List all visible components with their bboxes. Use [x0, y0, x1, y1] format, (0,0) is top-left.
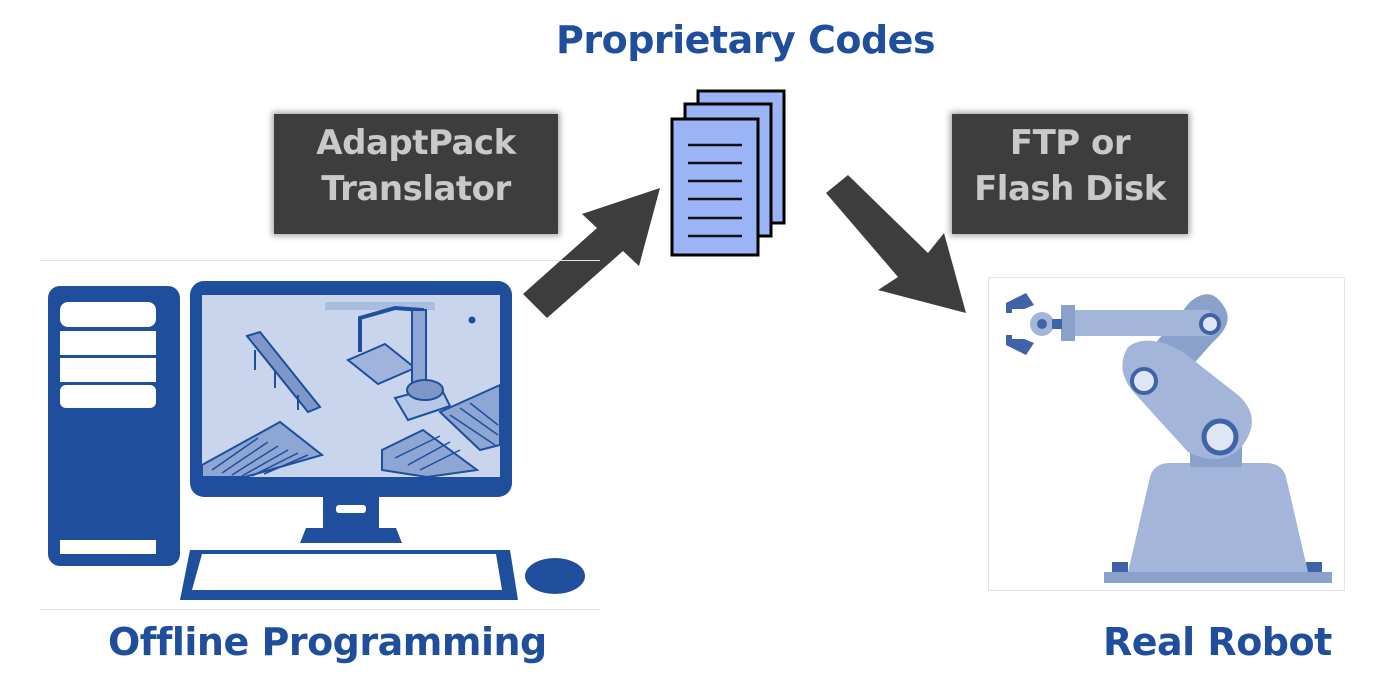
- offline-programming-label: Offline Programming: [108, 620, 547, 664]
- computer-tower: [48, 286, 180, 566]
- arrow-up-right-icon: [523, 188, 660, 318]
- computer-image-frame: [40, 260, 600, 610]
- robot-gripper: [1006, 293, 1062, 355]
- desktop-computer-icon: [48, 281, 585, 600]
- document-stack-icon: [670, 89, 786, 257]
- arrow-down-right-icon: [826, 175, 966, 313]
- robot-base: [1128, 463, 1308, 572]
- computer-mouse: [525, 558, 585, 594]
- transfer-line1: FTP or: [1009, 123, 1131, 163]
- robot-joint-bottom: [1201, 418, 1239, 456]
- document-page-front: [670, 117, 760, 257]
- proprietary-codes-title: Proprietary Codes: [556, 18, 936, 62]
- robot-base-plate: [1104, 572, 1332, 583]
- real-robot-label: Real Robot: [1103, 620, 1332, 664]
- computer-monitor: [190, 281, 512, 543]
- computer-keyboard: [180, 550, 518, 600]
- robot-forearm: [1070, 310, 1210, 336]
- document-text-lines: [688, 143, 742, 238]
- screen-simulation-scene: [201, 302, 501, 479]
- transfer-line2: Flash Disk: [974, 169, 1166, 209]
- adaptpack-translator-box: AdaptPack Translator: [274, 114, 558, 234]
- robot-image-frame: [988, 277, 1345, 591]
- robot-joint-top: [1199, 313, 1221, 335]
- ftp-flash-disk-box: FTP or Flash Disk: [952, 114, 1188, 234]
- translator-line2: Translator: [321, 169, 511, 209]
- robot-arm-icon: [1006, 293, 1332, 583]
- robot-joint-middle: [1130, 367, 1158, 395]
- translator-line1: AdaptPack: [316, 123, 516, 163]
